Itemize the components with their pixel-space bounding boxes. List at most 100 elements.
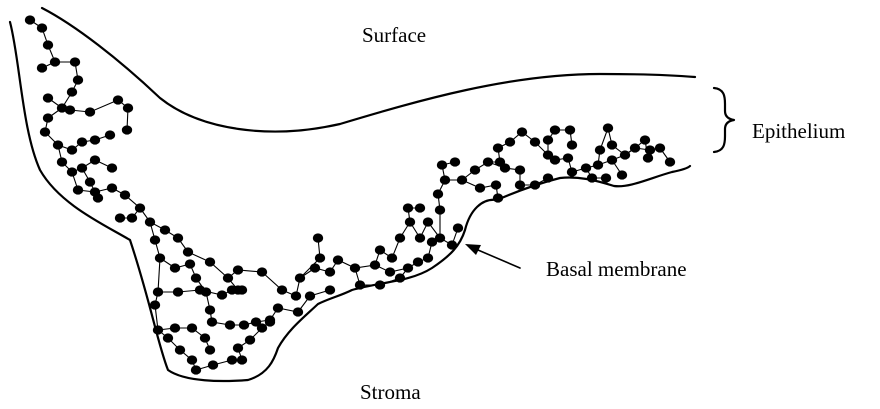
cell-dot (515, 165, 525, 174)
cell-dot (85, 107, 95, 116)
cell-dot (530, 180, 540, 189)
surface-label: Surface (362, 23, 426, 47)
cell-dot (175, 345, 185, 354)
cell-branch (315, 250, 380, 272)
cell-dot (491, 180, 501, 189)
cell-dot (155, 253, 165, 262)
cell-dot (447, 240, 457, 249)
cell-dot (437, 160, 447, 169)
cell-dot (295, 273, 305, 282)
cell-branch (30, 20, 78, 132)
tumor-cells (25, 15, 675, 374)
cell-dot (107, 183, 117, 192)
cell-dot (237, 285, 247, 294)
curly-brace-icon (714, 88, 734, 152)
cell-dot (550, 125, 560, 134)
cell-dot (43, 93, 53, 102)
cell-dot (145, 217, 155, 226)
cell-dot (135, 203, 145, 212)
cell-branch (196, 278, 244, 325)
cell-dot (450, 157, 460, 166)
cell-dot (375, 245, 385, 254)
cell-dot (123, 103, 133, 112)
cell-dot (415, 233, 425, 242)
cell-dot (655, 143, 665, 152)
cell-dot (423, 217, 433, 226)
cell-dot (565, 125, 575, 134)
cell-dot (57, 157, 67, 166)
cell-dot (227, 285, 237, 294)
cell-dot (563, 153, 573, 162)
epithelium-label: Epithelium (752, 119, 845, 143)
cell-dot (607, 155, 617, 164)
cell-dot (395, 233, 405, 242)
cell-dot (205, 305, 215, 314)
cell-dot (293, 307, 303, 316)
cell-dot (630, 143, 640, 152)
cell-dot (122, 125, 132, 134)
cell-dot (173, 287, 183, 296)
cell-dot (225, 320, 235, 329)
cell-dot (587, 173, 597, 182)
cell-dot (435, 233, 445, 242)
cell-dot (291, 291, 301, 300)
cell-dot (593, 160, 603, 169)
cell-dot (160, 225, 170, 234)
cell-dot (567, 167, 577, 176)
cell-dot (265, 317, 275, 326)
cell-dot (620, 150, 630, 159)
cell-dot (453, 223, 463, 232)
basal-membrane-line (10, 22, 690, 381)
cell-dot (77, 163, 87, 172)
cell-dot (67, 145, 77, 154)
cell-dot (227, 355, 237, 364)
cell-dot (40, 127, 50, 136)
cell-dot (120, 190, 130, 199)
cell-dot (170, 263, 180, 272)
cell-dot (115, 213, 125, 222)
cell-dot (65, 105, 75, 114)
cell-dot (370, 260, 380, 269)
cell-dot (515, 180, 525, 189)
cell-dot (645, 145, 655, 154)
cell-dot (493, 143, 503, 152)
cell-dot (107, 163, 117, 172)
cell-dot (200, 333, 210, 342)
cell-dot (245, 335, 255, 344)
cell-dot (90, 155, 100, 164)
cell-dot (617, 170, 627, 179)
basal-membrane-label: Basal membrane (546, 257, 687, 281)
cell-dot (67, 87, 77, 96)
cell-dot (640, 135, 650, 144)
cell-dot (355, 280, 365, 289)
cell-dot (67, 167, 77, 176)
cell-dot (70, 57, 80, 66)
cell-branch (188, 252, 238, 290)
cell-dot (201, 287, 211, 296)
cell-dot (233, 343, 243, 352)
cell-dot (187, 355, 197, 364)
cell-dot (50, 57, 60, 66)
cell-dot (395, 273, 405, 282)
cell-dot (601, 173, 611, 182)
cell-dot (127, 213, 137, 222)
cell-dot (567, 140, 577, 149)
cell-dot (113, 95, 123, 104)
cell-dot (543, 135, 553, 144)
cell-dot (413, 257, 423, 266)
basal-pointer-line (478, 250, 520, 268)
cell-dot (170, 323, 180, 332)
cell-dot (415, 203, 425, 212)
cell-dot (208, 360, 218, 369)
cell-dot (470, 165, 480, 174)
cell-dot (350, 263, 360, 272)
cell-dot (333, 255, 343, 264)
cell-dot (150, 300, 160, 309)
cell-dot (530, 137, 540, 146)
cell-dot (423, 253, 433, 262)
cell-dot (325, 267, 335, 276)
cell-dot (25, 15, 35, 24)
cell-dot (607, 140, 617, 149)
cell-dot (37, 23, 47, 32)
